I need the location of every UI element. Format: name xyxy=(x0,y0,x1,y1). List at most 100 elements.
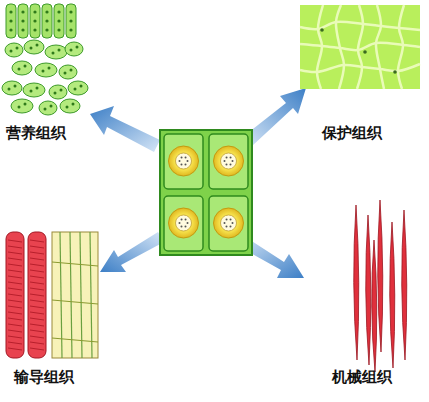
nucleus xyxy=(169,208,199,238)
chloroplast xyxy=(16,47,19,50)
chloroplast xyxy=(64,72,67,75)
chloroplast xyxy=(24,65,27,68)
cell-wall xyxy=(336,5,344,89)
chloroplast xyxy=(33,19,36,22)
chromatin-dot xyxy=(226,219,228,221)
chloroplast xyxy=(50,105,53,108)
chloroplast xyxy=(24,103,27,106)
vessel-thickening xyxy=(8,300,22,302)
chromatin-dot xyxy=(185,157,187,159)
palisade-cell xyxy=(54,4,64,38)
chloroplast xyxy=(30,47,33,50)
chromatin-dot xyxy=(184,163,186,165)
chromatin-dot xyxy=(229,163,231,165)
chromatin-dot xyxy=(180,163,182,165)
chloroplast xyxy=(14,85,17,88)
sieve-plate xyxy=(52,262,98,266)
chromatin-dot xyxy=(224,160,226,162)
sieve-tube xyxy=(52,232,98,358)
sieve-plate xyxy=(52,338,98,342)
cell xyxy=(164,196,203,251)
chloroplast xyxy=(36,87,39,90)
chromatin-dot xyxy=(184,225,186,227)
chloroplast xyxy=(9,19,12,22)
nucleus xyxy=(214,146,244,176)
chloroplast xyxy=(74,88,77,91)
chromatin-dot xyxy=(180,225,182,227)
spongy-cell xyxy=(24,40,44,54)
chromatin-dot xyxy=(230,219,232,221)
vessel-thickening xyxy=(30,246,44,248)
cell xyxy=(209,134,248,189)
arrow xyxy=(100,232,164,272)
cell-wall xyxy=(398,5,404,89)
spongy-cell xyxy=(35,63,57,77)
chromatin-dot xyxy=(187,160,189,162)
palisade-cell xyxy=(30,4,40,38)
sieve-plate xyxy=(52,300,98,304)
cell-block xyxy=(160,130,252,255)
fiber-cell xyxy=(378,200,383,352)
vessel-thickening xyxy=(30,336,44,338)
spongy-cell xyxy=(12,61,32,75)
fiber-cell xyxy=(372,240,377,372)
vessel-thickening xyxy=(8,342,22,344)
vessel-thickening xyxy=(8,288,22,290)
spongy-cell xyxy=(59,65,77,79)
chloroplast xyxy=(69,10,72,13)
chromatin-dot xyxy=(232,222,234,224)
cell xyxy=(209,196,248,251)
chromatin-dot xyxy=(187,222,189,224)
vessel-thickening xyxy=(30,348,44,350)
palisade-cell xyxy=(42,4,52,38)
chloroplast xyxy=(44,108,47,111)
chloroplast xyxy=(76,46,79,49)
meristem-cells xyxy=(160,130,252,255)
chromatin-dot xyxy=(224,222,226,224)
chromatin-dot xyxy=(230,157,232,159)
vessel-thickening xyxy=(30,318,44,320)
chromatin-dot xyxy=(181,157,183,159)
vessel-thickening xyxy=(30,306,44,308)
chloroplast xyxy=(70,49,73,52)
vessel xyxy=(28,232,46,358)
chloroplast xyxy=(48,67,51,70)
vessel-thickening xyxy=(8,330,22,332)
vessel-thickening xyxy=(30,270,44,272)
cell-wall xyxy=(357,5,363,89)
spongy-cell xyxy=(2,81,22,95)
vessel-thickening xyxy=(8,348,22,350)
cell xyxy=(164,134,203,189)
vessel-thickening xyxy=(8,306,22,308)
nucleus-inner xyxy=(221,153,237,169)
mechanical-picture xyxy=(354,200,407,372)
palisade-cell xyxy=(18,4,28,38)
vessel-thickening xyxy=(30,294,44,296)
vessel-thickening xyxy=(8,264,22,266)
chloroplast xyxy=(21,28,24,31)
arrow xyxy=(244,88,306,146)
fiber-cell xyxy=(366,215,371,365)
chloroplast xyxy=(8,88,11,91)
tissue-label: 保护组织 xyxy=(322,124,382,142)
chloroplast xyxy=(45,10,48,13)
vessel-thickening xyxy=(8,252,22,254)
vessel-thickening xyxy=(30,258,44,260)
chloroplast xyxy=(9,28,12,31)
chromatin-dot xyxy=(179,160,181,162)
chloroplast xyxy=(18,68,21,71)
vessel-thickening xyxy=(30,252,44,254)
chromatin-dot xyxy=(179,222,181,224)
chromatin-dot xyxy=(225,163,227,165)
chloroplast xyxy=(80,85,83,88)
vessel-thickening xyxy=(30,324,44,326)
chloroplast xyxy=(9,10,12,13)
chloroplast xyxy=(36,44,39,47)
spongy-cell xyxy=(39,101,57,115)
tissue-label: 输导组织 xyxy=(14,368,74,386)
chloroplast xyxy=(70,69,73,72)
vessel-thickening xyxy=(8,258,22,260)
vessel-thickening xyxy=(8,240,22,242)
chromatin-dot xyxy=(226,157,228,159)
